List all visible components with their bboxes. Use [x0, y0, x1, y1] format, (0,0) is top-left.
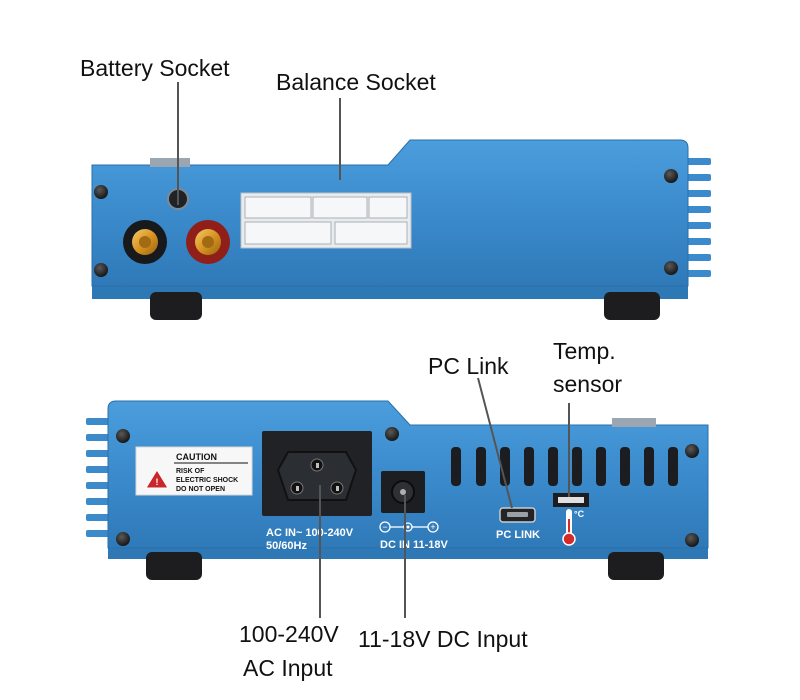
callout-pc-link: PC Link: [428, 353, 509, 379]
dc-input-panel-label: DC IN 11-18V: [380, 539, 449, 551]
callout-ac-input-line2: AC Input: [243, 655, 333, 681]
svg-text:!: !: [156, 477, 159, 487]
cooling-vents: [451, 447, 678, 486]
ac-frequency-panel-label: 50/60Hz: [266, 540, 307, 552]
callout-dc-input: 11-18V DC Input: [358, 626, 528, 652]
ac-input-panel-label: AC IN~ 100-240V: [266, 527, 354, 539]
screw: [664, 261, 678, 275]
caution-label: ! CAUTION RISK OF ELECTRIC SHOCK DO NOT …: [135, 446, 253, 496]
temp-unit-label: °C: [574, 509, 585, 519]
caution-line-1: RISK OF: [176, 468, 205, 475]
callout-balance-socket: Balance Socket: [276, 69, 436, 95]
pc-link-panel-label: PC LINK: [496, 529, 540, 541]
pc-link-port: [499, 507, 536, 523]
charger-side-view-bottom: ! CAUTION RISK OF ELECTRIC SHOCK DO NOT …: [86, 400, 709, 580]
callout-temp-sensor-line1: Temp.: [553, 338, 616, 364]
screw: [94, 263, 108, 277]
rubber-foot: [146, 552, 202, 580]
balance-socket-block: [240, 192, 412, 249]
housing-top-detail: [150, 158, 190, 167]
charger-side-view-top: [91, 139, 711, 320]
battery-socket-positive: [186, 220, 230, 264]
screw: [664, 169, 678, 183]
rubber-foot: [150, 292, 202, 320]
svg-text:+: +: [430, 522, 435, 532]
svg-text:−: −: [382, 522, 387, 532]
screw: [385, 427, 399, 441]
dc-polarity-symbol: − +: [379, 521, 439, 533]
leader-pc-link: [477, 377, 513, 509]
housing-top-detail: [612, 418, 656, 427]
battery-socket-negative: [123, 220, 167, 264]
caution-line-3: DO NOT OPEN: [176, 486, 225, 493]
screw: [116, 429, 130, 443]
callout-battery-socket: Battery Socket: [80, 55, 230, 81]
caution-title: CAUTION: [176, 452, 217, 462]
screw: [94, 185, 108, 199]
cooling-fins-bottom: [86, 418, 112, 537]
screw: [116, 532, 130, 546]
thermometer-icon: [562, 509, 576, 546]
cooling-fins-top: [683, 158, 711, 277]
rubber-foot: [604, 292, 660, 320]
rubber-foot: [608, 552, 664, 580]
dc-input-socket: [381, 471, 425, 513]
screw: [685, 444, 699, 458]
callout-ac-input-line1: 100-240V: [239, 621, 339, 647]
ac-input-socket: [262, 431, 372, 516]
callout-leader-lines: [177, 82, 570, 618]
housing-base-strip: [92, 283, 688, 299]
screw: [685, 533, 699, 547]
callout-temp-sensor-line2: sensor: [553, 371, 623, 397]
caution-line-2: ELECTRIC SHOCK: [176, 477, 238, 484]
temp-sensor-port: [553, 493, 589, 507]
